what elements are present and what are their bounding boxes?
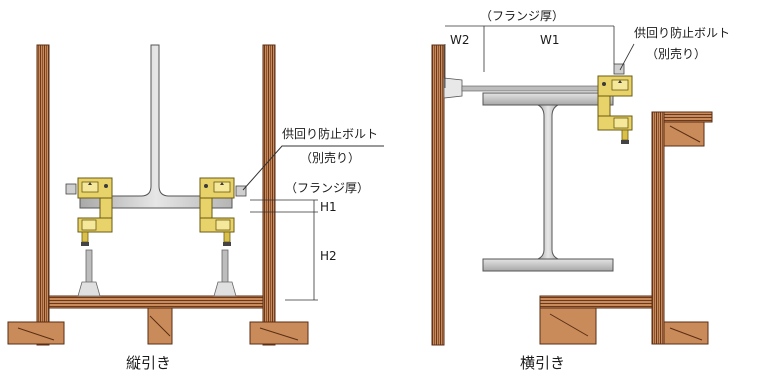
caption-horizontal: 横引き xyxy=(520,354,565,372)
side-wall-post xyxy=(431,44,445,346)
steel-tee-beam xyxy=(79,44,233,209)
bolt-leader-left xyxy=(242,145,384,191)
floor-board xyxy=(48,295,264,309)
support-jacks xyxy=(77,249,237,297)
flange-label-right: （フランジ厚） xyxy=(480,9,564,23)
height-dimension xyxy=(250,199,318,301)
anchor-tip xyxy=(443,77,463,99)
bolt-label-left-2: （別売り） xyxy=(300,150,360,165)
h1-label: H1 xyxy=(320,200,337,214)
right-wall-post xyxy=(262,44,276,346)
pull-rod xyxy=(461,85,599,92)
bolt-label-right-1: 供回り防止ボルト xyxy=(634,25,730,40)
bolt-label-left-1: 供回り防止ボルト xyxy=(282,126,378,141)
clamp-horizontal xyxy=(597,63,633,145)
w2-label: W2 xyxy=(450,33,470,47)
horizontal-lift-figure: （フランジ厚） W2 W1 供回り防止ボルト （別売り） 横引き xyxy=(431,9,730,372)
vertical-lift-figure: 供回り防止ボルト （別売り） （フランジ厚） H1 H2 縦引き xyxy=(7,44,384,372)
steel-i-beam xyxy=(482,92,614,272)
w1-label: W1 xyxy=(540,33,560,47)
clamp-right xyxy=(199,177,247,247)
bolt-leader-right xyxy=(619,43,635,71)
flange-label-left: （フランジ厚） xyxy=(285,181,369,195)
stepped-wood-structure xyxy=(539,111,713,345)
width-dimension xyxy=(444,25,615,88)
caption-vertical: 縦引き xyxy=(126,354,171,372)
bolt-label-right-2: （別売り） xyxy=(646,46,706,61)
clamp-left xyxy=(65,177,113,247)
floor-blocks xyxy=(7,307,309,345)
h2-label: H2 xyxy=(320,249,337,263)
left-wall-post xyxy=(36,44,50,346)
